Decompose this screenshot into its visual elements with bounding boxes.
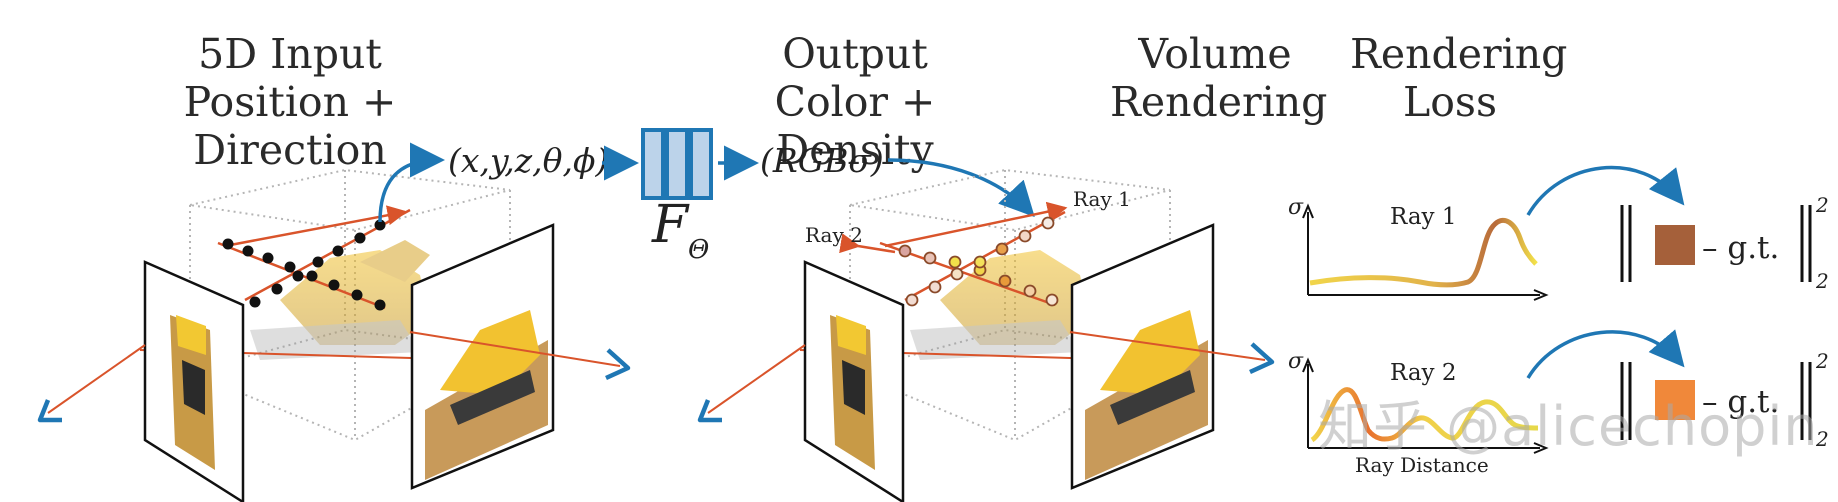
left-scene bbox=[37, 142, 631, 502]
heading-volume-line2: Rendering bbox=[1110, 78, 1328, 126]
left-camera-arrow-2 bbox=[605, 348, 631, 381]
left-camera-arrow-1 bbox=[37, 399, 62, 423]
loss-1-gt-label: – g.t. bbox=[1702, 230, 1779, 266]
plot-1-density-curve bbox=[1309, 217, 1538, 288]
heading-output: Output Color + Density bbox=[705, 30, 1005, 174]
watermark: 知乎 @alicechopin bbox=[1318, 395, 1819, 458]
middle-camera-arrow-2 bbox=[1249, 342, 1275, 375]
heading-rendering-loss: Rendering Loss bbox=[1350, 30, 1568, 126]
plot-1-sigma: σ bbox=[1288, 195, 1304, 220]
heading-loss-line2: Loss bbox=[1403, 78, 1497, 126]
left-to-tuple-arrow bbox=[378, 142, 445, 223]
heading-loss-line1: Rendering bbox=[1350, 30, 1568, 78]
left-truck-object bbox=[250, 240, 430, 360]
loss-2-gt-label: – g.t. bbox=[1702, 384, 1779, 420]
volume-rendering-plots: σ Ray 1 σ Ray 2 Ray Distance bbox=[1288, 195, 1549, 477]
heading-volume-rendering: Volume Rendering bbox=[1110, 30, 1328, 126]
left-image-plane-2 bbox=[410, 223, 555, 490]
plot-2-sigma: σ bbox=[1288, 349, 1304, 374]
middle-sample-ray-4 bbox=[839, 233, 896, 254]
network-function-label: F bbox=[651, 195, 690, 255]
loss-2-arrow bbox=[1526, 329, 1685, 379]
loss-2-equation: – g.t. 2 2 bbox=[1620, 349, 1829, 451]
network-block: (x,y,z,θ,ϕ) F Θ (RGBσ) bbox=[448, 128, 1035, 265]
plot-2-x-label: Ray Distance bbox=[1355, 453, 1489, 477]
middle-camera-arrow-1 bbox=[697, 399, 722, 423]
left-image-plane-1 bbox=[143, 260, 245, 502]
middle-image-plane-1 bbox=[803, 260, 905, 502]
middle-ray-out bbox=[707, 344, 806, 414]
ray-1-label: Ray 1 bbox=[1073, 187, 1131, 211]
middle-sample-ray-1 bbox=[884, 201, 1068, 248]
middle-ray-front bbox=[1069, 331, 1266, 361]
left-ray-out bbox=[47, 344, 146, 414]
mlp-network-icon bbox=[641, 128, 713, 200]
left-sample-points bbox=[222, 219, 386, 311]
loss-2-exponent: 2 bbox=[1815, 349, 1829, 373]
middle-image-plane-2 bbox=[1070, 223, 1215, 490]
ray-2-label: Ray 2 bbox=[805, 223, 863, 247]
plot-1-title: Ray 1 bbox=[1390, 204, 1457, 230]
heading-5d-input: 5D Input Position + Direction bbox=[110, 30, 470, 174]
loss-1-exponent: 2 bbox=[1815, 193, 1829, 217]
plot-2-density-curve bbox=[1310, 387, 1539, 443]
output-to-scene-arrow bbox=[887, 158, 1035, 218]
left-ray-front bbox=[409, 331, 621, 367]
plot-ray-2: σ Ray 2 Ray Distance bbox=[1288, 349, 1549, 477]
heading-output-line1: Output bbox=[782, 30, 928, 78]
middle-scene: Ray 1 Ray 2 bbox=[697, 168, 1275, 502]
middle-truck-object bbox=[910, 250, 1090, 360]
loss-1-arrow bbox=[1526, 165, 1685, 216]
rendering-loss: – g.t. 2 2 – g.t. 2 2 bbox=[1526, 165, 1829, 451]
heading-5d-input-line1: 5D Input bbox=[198, 30, 382, 78]
output-tuple-text: (RGBσ) bbox=[760, 141, 884, 180]
plot-ray-1: σ Ray 1 bbox=[1288, 195, 1549, 301]
heading-output-line2: Color + Density bbox=[774, 78, 936, 174]
heading-volume-line1: Volume bbox=[1138, 30, 1292, 78]
rendered-color-patch-2 bbox=[1655, 380, 1695, 420]
network-function-subscript: Θ bbox=[688, 235, 709, 265]
plot-2-title: Ray 2 bbox=[1390, 360, 1457, 386]
left-sample-ray-1 bbox=[224, 205, 408, 248]
loss-1-subscript: 2 bbox=[1815, 269, 1829, 293]
loss-2-subscript: 2 bbox=[1815, 427, 1829, 451]
rendered-color-patch-1 bbox=[1655, 225, 1695, 265]
loss-1-equation: – g.t. 2 2 bbox=[1620, 193, 1829, 293]
heading-5d-input-line2: Position + Direction bbox=[183, 78, 397, 174]
middle-sample-points bbox=[898, 216, 1059, 307]
input-tuple-text: (x,y,z,θ,ϕ) bbox=[448, 141, 608, 180]
